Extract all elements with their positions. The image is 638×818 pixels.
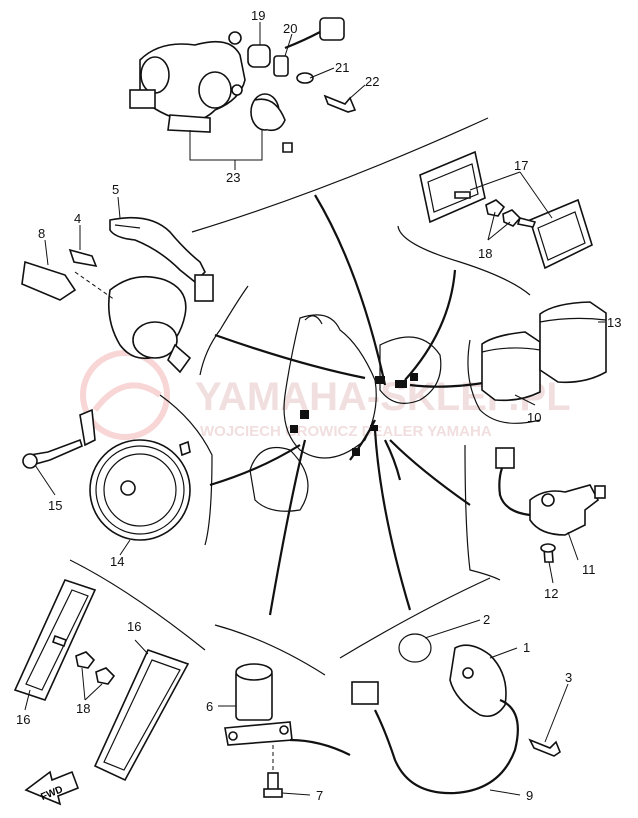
outline-bottom-mid [214, 624, 326, 676]
wiring [209, 194, 501, 616]
switch-8 [21, 260, 77, 301]
label-17: 17 [514, 158, 528, 173]
label-7: 7 [316, 788, 323, 803]
label-2: 2 [483, 612, 490, 627]
label-23: 23 [226, 170, 240, 185]
outline-right-mid [467, 339, 541, 424]
label-18-top: 18 [478, 246, 492, 261]
sensor-assembly-23 [129, 17, 357, 161]
label-16-left: 16 [16, 712, 30, 727]
label-6: 6 [206, 699, 213, 714]
watermark-logo-swoosh [92, 382, 162, 412]
sensor-11 [495, 447, 606, 563]
label-22: 22 [365, 74, 379, 89]
watermark-logo-icon [80, 350, 170, 440]
label-11: 11 [582, 562, 596, 577]
reflector-17 [419, 150, 593, 270]
nut-18-lower [75, 651, 96, 669]
nut-18-top [485, 199, 506, 217]
label-13: 13 [607, 315, 621, 330]
label-8: 8 [38, 226, 45, 241]
label-5: 5 [112, 182, 119, 197]
outline-right-top [397, 225, 531, 296]
o-ring-2 [398, 633, 432, 663]
relay-10 [481, 331, 541, 402]
bolt-22 [323, 94, 357, 113]
outline-right-low [464, 444, 501, 581]
label-3: 3 [565, 670, 572, 685]
bolt-15 [29, 438, 83, 467]
horn-14 [22, 408, 191, 541]
collar-20 [273, 55, 289, 77]
label-15: 15 [48, 498, 62, 513]
solenoid-6 [224, 663, 351, 798]
fwd-arrow-icon: FWD [24, 770, 80, 806]
label-1: 1 [523, 640, 530, 655]
label-21: 21 [335, 60, 349, 75]
washer-21 [296, 72, 314, 84]
label-9: 9 [526, 788, 533, 803]
sensor-1 [449, 644, 507, 718]
sensor-lead-5 [109, 216, 214, 302]
bolt-3 [528, 738, 561, 757]
label-20: 20 [283, 21, 297, 36]
sensor-4 [68, 248, 98, 268]
leader-lines [24, 22, 605, 796]
reflectors-16 [13, 579, 190, 782]
part-labels: 19 20 21 22 23 5 4 8 17 18 13 10 11 12 1… [16, 8, 621, 803]
section-outlines [69, 117, 541, 676]
outline-bottom-right [339, 577, 491, 659]
outline-top [191, 117, 489, 233]
relays [481, 301, 607, 402]
label-16-right: 16 [127, 619, 141, 634]
relay-13 [539, 301, 607, 384]
label-4: 4 [74, 211, 81, 226]
label-14: 14 [110, 554, 124, 569]
outline-left-upper [199, 285, 249, 376]
label-12: 12 [544, 586, 558, 601]
switch-housing [21, 248, 192, 374]
label-19: 19 [251, 8, 265, 23]
label-10: 10 [527, 410, 541, 425]
label-18-lower: 18 [76, 701, 90, 716]
sensor-1-group [351, 633, 561, 795]
grommet-19 [247, 44, 271, 68]
watermark-subtitle: WOJCIECH GROWICZ DEALER YAMAHA [200, 423, 492, 440]
outline-bottom-left [69, 559, 206, 651]
outline-horn [159, 394, 213, 546]
connector-9 [351, 681, 379, 705]
